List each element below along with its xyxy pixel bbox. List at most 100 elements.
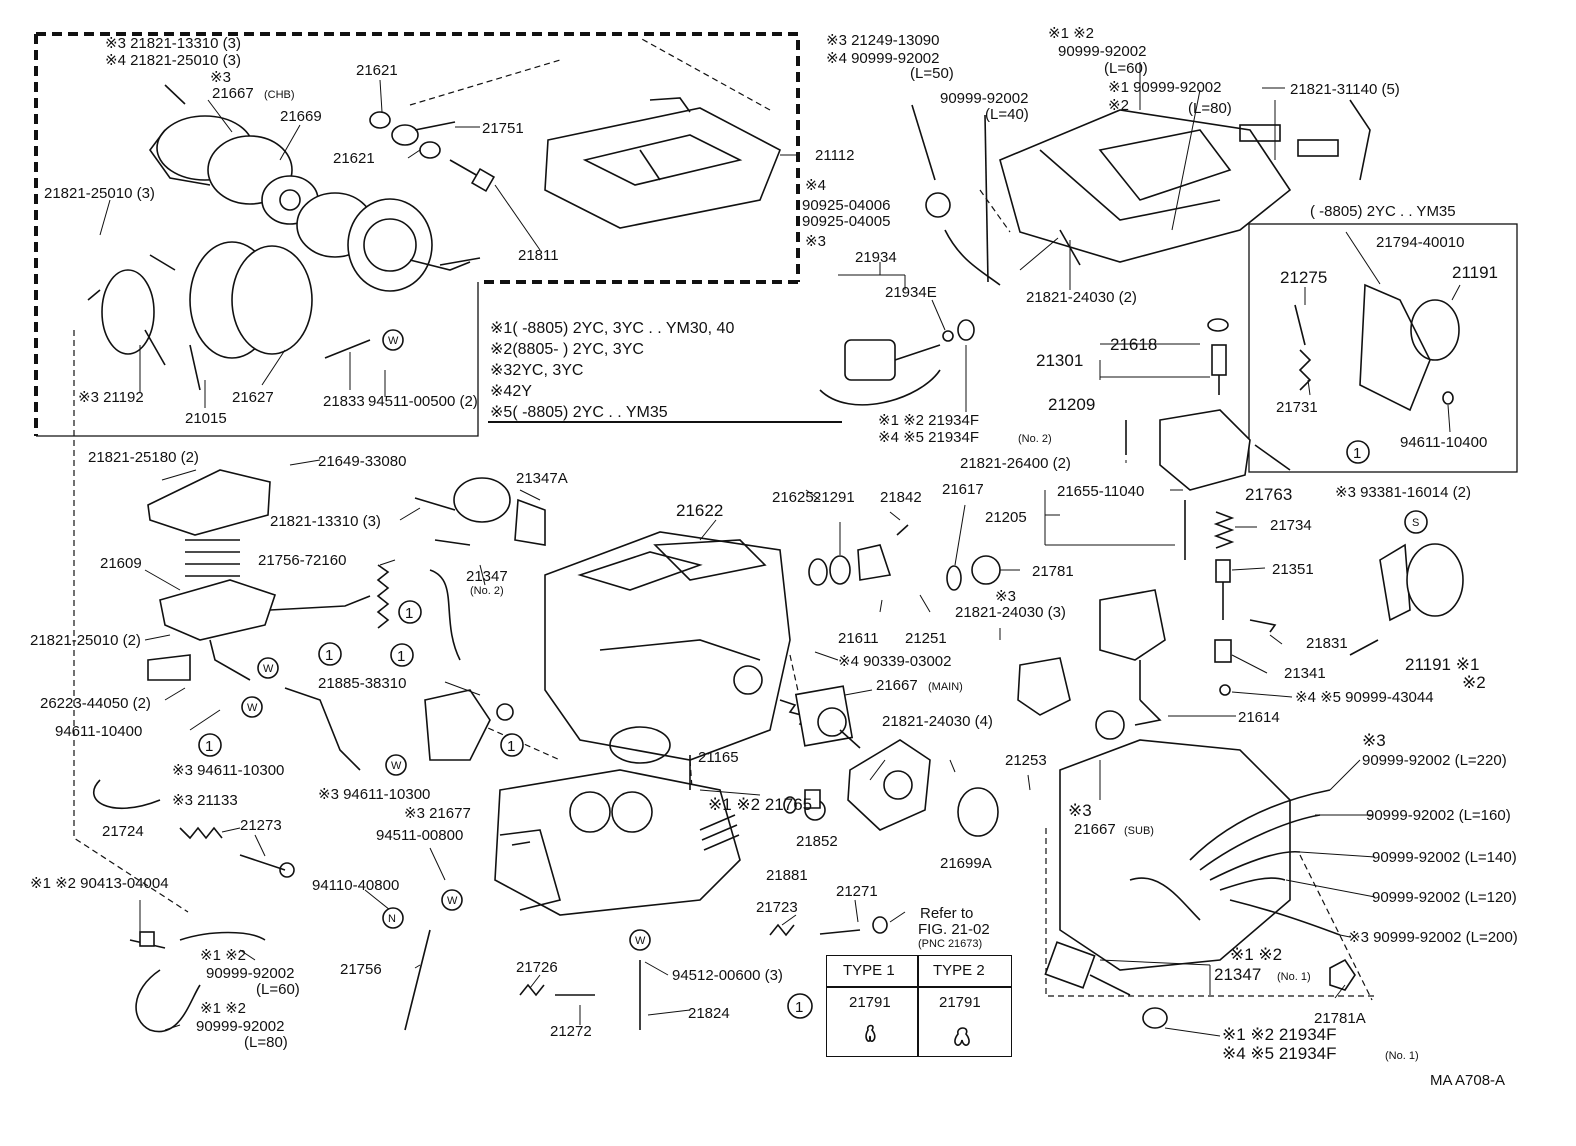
part-labels: ※3 21821-13310 (3) ※4 21821-25010 (3) ※3… xyxy=(30,25,1518,1089)
label-21667-sub: 21667 xyxy=(1074,821,1116,838)
label-21821-13310-3: 21821-13310 (3) xyxy=(270,513,381,530)
solenoid-21934 xyxy=(819,319,975,406)
diaphragm-21667-main xyxy=(779,685,861,749)
clip-drawings xyxy=(865,1024,970,1046)
label-90999-92002-l80: 90999-92002 xyxy=(196,1018,284,1035)
carburetor-assembly-top-right xyxy=(999,99,1371,266)
chamber-group-frame-bottom xyxy=(36,282,479,437)
label-90999-92002-l80-top: ※1 90999-92002 xyxy=(1108,79,1222,96)
needle-valve-parts xyxy=(369,111,496,193)
label-90999-92002-l120: 90999-92002 (L=120) xyxy=(1372,889,1517,906)
label-21831: 21831 xyxy=(1306,635,1348,652)
label-21015: 21015 xyxy=(185,410,227,427)
chamber-group-frame-top xyxy=(36,32,800,282)
label-21881: 21881 xyxy=(766,867,808,884)
note-5: ※5( -8805) 2YC . . YM35 xyxy=(490,404,668,421)
label-21734: 21734 xyxy=(1270,517,1312,534)
label-21611: 21611 xyxy=(838,630,879,647)
label-90999-92002-l220: 90999-92002 (L=220) xyxy=(1362,752,1507,769)
label-21347a: 21347A xyxy=(516,470,568,487)
label-21133: ※3 21133 xyxy=(172,792,238,809)
solenoid-21347-no1 xyxy=(1044,941,1356,1029)
guide-mid-3 xyxy=(789,654,801,701)
label-l60: (L=60) xyxy=(256,981,300,998)
label-21347-no1: 21347 xyxy=(1214,965,1261,984)
label-21934f-no2-suffix: (No. 2) xyxy=(1018,433,1052,445)
diagram-frames xyxy=(34,32,1518,1001)
label-94611-10400-inset: 94611-10400 xyxy=(1400,434,1487,451)
label-21821-25180: 21821-25180 (2) xyxy=(88,449,199,466)
symbol-washer: W xyxy=(629,929,651,951)
label-21251: 21251 xyxy=(905,630,947,647)
svg-text:1: 1 xyxy=(325,647,333,664)
label-mark-3b: ※3 xyxy=(805,233,826,250)
svg-text:W: W xyxy=(391,760,402,772)
hoses-top xyxy=(911,104,1001,286)
label-21934f-no1-a: ※1 ※2 21934F xyxy=(1222,1025,1337,1044)
label-21627: 21627 xyxy=(232,389,274,406)
svg-text:1: 1 xyxy=(397,648,405,665)
table-cell-type-2: 21791 xyxy=(939,994,981,1011)
label-mark-3-sub: ※3 xyxy=(1068,801,1092,820)
label-21821-31140: 21821-31140 (5) xyxy=(1290,81,1400,98)
jet-column-21351 xyxy=(1213,511,1277,696)
label-21341: 21341 xyxy=(1284,665,1326,682)
leader-lines xyxy=(99,62,1461,1037)
symbol-washer: W xyxy=(441,889,463,911)
carburetor-body-21622 xyxy=(544,531,791,764)
label-mark-1-2-top: ※1 ※2 xyxy=(1048,25,1094,42)
symbol-circle-one: 1 xyxy=(390,643,414,667)
label-21934: 21934 xyxy=(855,249,897,266)
label-21821-24030-2: 21821-24030 (2) xyxy=(1026,289,1137,306)
label-21794-40010: 21794-40010 xyxy=(1376,234,1464,251)
label-21781: 21781 xyxy=(1032,563,1074,580)
label-mark-1-2-l60: ※1 ※2 xyxy=(200,947,246,964)
table-header-type-2: TYPE 2 xyxy=(933,962,985,979)
label-21763: 21763 xyxy=(1245,485,1292,504)
label-mark-3-21781: ※3 xyxy=(995,588,1016,605)
svg-text:1: 1 xyxy=(1353,445,1361,462)
label-inset-models: ( -8805) 2YC . . YM35 xyxy=(1310,203,1456,220)
label-21765: ※1 ※2 21765 xyxy=(708,795,812,814)
diaphragm-21669 xyxy=(296,192,481,292)
label-21756: 21756 xyxy=(340,961,382,978)
label-21301: 21301 xyxy=(1036,351,1083,370)
pump-21347 xyxy=(414,477,546,546)
manifold-hoses-lower-right xyxy=(1059,739,1341,971)
symbol-washer: W xyxy=(385,754,407,776)
label-21625: 21625 xyxy=(772,489,814,506)
label-21781a: 21781A xyxy=(1314,1010,1366,1027)
label-21621-b: 21621 xyxy=(333,150,375,167)
label-90999-92002-l140: 90999-92002 (L=140) xyxy=(1372,849,1517,866)
table-divider-horizontal xyxy=(827,986,1011,988)
note-3: ※32YC, 3YC xyxy=(490,362,584,379)
linkage-springs xyxy=(269,564,461,771)
label-21723: 21723 xyxy=(756,899,798,916)
label-21821-13310: ※3 21821-13310 (3) xyxy=(105,35,241,52)
label-21833: 21833 xyxy=(323,393,365,410)
label-21724: 21724 xyxy=(102,823,144,840)
label-21821-25010: ※4 21821-25010 (3) xyxy=(105,52,241,69)
label-21192: ※3 21192 xyxy=(78,389,144,406)
idle-cutoff-21301 xyxy=(1207,318,1229,395)
label-21622: 21622 xyxy=(676,501,723,520)
label-21649-33080: 21649-33080 xyxy=(318,453,406,470)
guide-mid-1 xyxy=(469,719,561,761)
label-mark-1-2-l80: ※1 ※2 xyxy=(200,1000,246,1017)
symbol-circle-one: 1 xyxy=(1346,440,1370,464)
symbol-screw: S xyxy=(1404,510,1428,534)
note-4: ※42Y xyxy=(490,383,532,400)
lower-springs-screws xyxy=(93,755,888,1031)
table-divider-vertical xyxy=(917,956,919,1056)
label-21756-72160: 21756-72160 xyxy=(258,552,346,569)
label-90999-92002-l200: ※3 90999-92002 (L=200) xyxy=(1348,929,1518,946)
svg-text:1: 1 xyxy=(795,999,803,1016)
label-21617: 21617 xyxy=(942,481,984,498)
label-21271: 21271 xyxy=(836,883,878,900)
diaphragm-21191-lower xyxy=(1349,543,1464,656)
label-21667-sub-suffix: (SUB) xyxy=(1124,825,1154,837)
label-l80-top: (L=80) xyxy=(1188,100,1232,117)
svg-text:W: W xyxy=(447,895,458,907)
label-21191-inset: 21191 xyxy=(1452,263,1498,282)
label-21253: 21253 xyxy=(1005,752,1047,769)
